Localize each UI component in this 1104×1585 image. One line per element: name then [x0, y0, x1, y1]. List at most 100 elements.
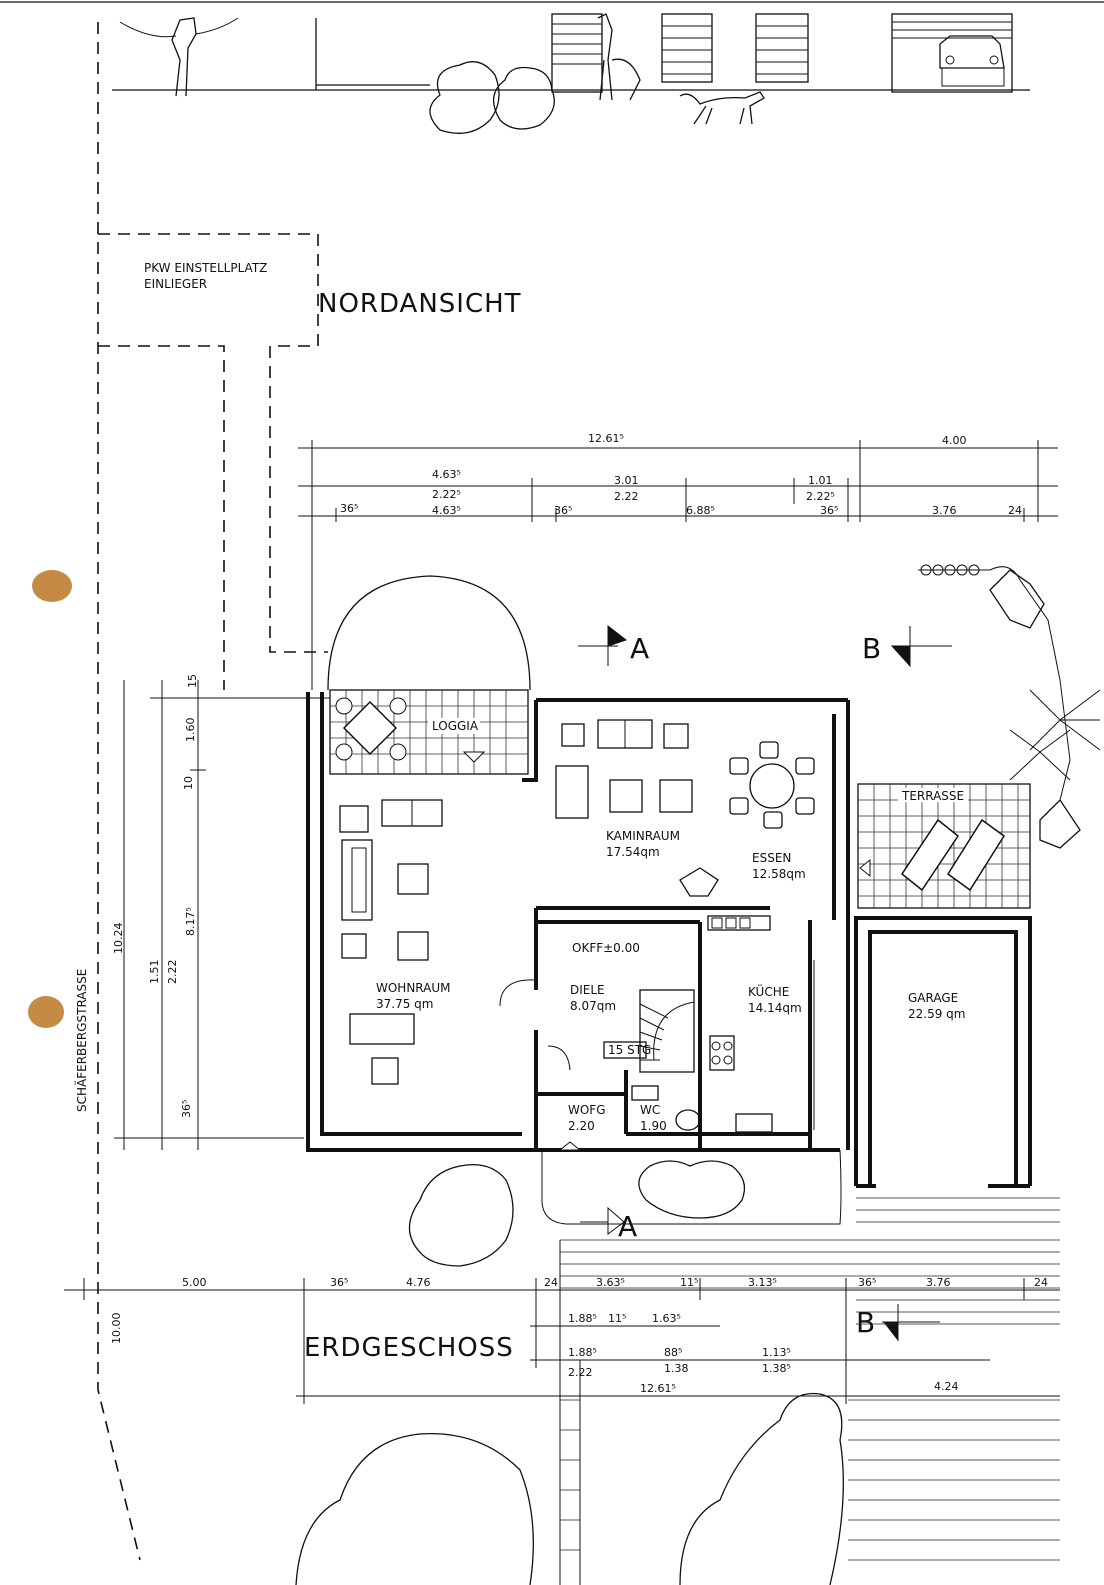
- shrub-icon: [408, 1163, 514, 1267]
- room-label-garage: GARAGE: [908, 991, 958, 1005]
- arrow-left-icon: [859, 858, 871, 878]
- dim-segment: 2.22⁵: [432, 488, 461, 501]
- dim-bottom: 4.76: [406, 1276, 431, 1289]
- room-label-wofg: WOFG: [568, 1103, 606, 1117]
- dim-vertical: 1.60: [184, 718, 197, 743]
- dim-segment: 3.76: [932, 504, 957, 517]
- arrow-down-icon: [462, 751, 486, 763]
- room-area-wc: 1.90: [640, 1119, 667, 1133]
- dim-bottom: 88⁵: [664, 1346, 682, 1359]
- north-view-heading: NORDANSICHT: [318, 289, 522, 319]
- palm-icon: [1009, 689, 1101, 781]
- wohnraum-furniture: [339, 799, 443, 1085]
- room-area-kaminraum: 17.54qm: [606, 845, 660, 859]
- room-label-loggia: LOGGIA: [432, 719, 479, 733]
- exterior-ground: [541, 1149, 1060, 1585]
- dim-segment: 4.63⁵: [432, 504, 461, 517]
- dim-wall: 36⁵: [554, 504, 572, 517]
- parking-label-line2: EINLIEGER: [144, 277, 207, 291]
- section-label-a: A: [630, 632, 649, 665]
- room-label-wohnraum: WOHNRAUM: [376, 981, 451, 995]
- room-label-terrasse: TERRASSE: [901, 789, 964, 803]
- room-area-diele: 8.07qm: [570, 999, 616, 1013]
- dim-bottom: 36⁵: [858, 1276, 876, 1289]
- garage: [854, 916, 1032, 1188]
- section-label-b: B: [856, 1306, 875, 1339]
- kaminraum-furniture: [555, 719, 719, 897]
- room-label-diele: DIELE: [570, 983, 605, 997]
- room-area-wofg: 2.20: [568, 1119, 595, 1133]
- dim-vertical: 2.22: [166, 960, 179, 985]
- dim-vertical: 10.00: [110, 1313, 123, 1345]
- room-label-essen: ESSEN: [752, 851, 791, 865]
- room-label-wc: WC: [640, 1103, 660, 1117]
- tree-icon: [679, 1392, 844, 1585]
- dim-segment: 2.22: [614, 490, 639, 503]
- shrub-icon: [429, 61, 555, 134]
- dim-bottom: 36⁵: [330, 1276, 348, 1289]
- room-area-garage: 22.59 qm: [908, 1007, 965, 1021]
- tree-icon: [295, 1432, 534, 1585]
- house-walls: [306, 692, 850, 1152]
- dim-vertical: 10.24: [112, 923, 125, 955]
- dim-bottom: 11⁵: [680, 1276, 698, 1289]
- entrance-door: [551, 13, 641, 101]
- table-icon: [335, 697, 407, 761]
- window: [661, 13, 713, 83]
- dim-wall: 36⁵: [340, 502, 358, 515]
- dim-bottom: 1.13⁵: [762, 1346, 791, 1359]
- dim-vertical: 10: [182, 776, 195, 790]
- dim-bottom: 5.00: [182, 1276, 207, 1289]
- top-dimension-lines: [298, 440, 1058, 690]
- room-area-essen: 12.58qm: [752, 867, 806, 881]
- tree-icon: [119, 17, 239, 97]
- dim-bottom: 1.38⁵: [762, 1362, 791, 1375]
- loggia: [327, 575, 531, 775]
- garden-plants: [918, 564, 1101, 849]
- dim-bottom: 1.88⁵: [568, 1312, 597, 1325]
- arrow-up-icon: [558, 1141, 582, 1151]
- dim-bottom: 24: [544, 1276, 558, 1289]
- section-marker-a-top: [578, 624, 628, 666]
- dim-vertical: 1.51: [148, 960, 161, 985]
- dim-bottom: 3.76: [926, 1276, 951, 1289]
- dim-segment: 4.63⁵: [432, 468, 461, 481]
- stairs-label: 15 STG: [608, 1043, 651, 1057]
- kitchen-counter: [707, 915, 815, 1133]
- ground-floor-heading: ERDGESCHOSS: [304, 1333, 514, 1363]
- dog-icon: [679, 91, 765, 125]
- fireplace-icon: [679, 867, 719, 897]
- bottom-dimension-lines: [64, 1278, 1060, 1404]
- dim-segment: 6.88⁵: [686, 504, 715, 517]
- dim-garage-width: 4.00: [942, 434, 967, 447]
- street-name: SCHÄFERBERGSTRASSE: [74, 969, 89, 1112]
- dim-bottom: 24: [1034, 1276, 1048, 1289]
- dim-bottom: 2.22: [568, 1366, 593, 1379]
- stairs: [603, 989, 695, 1073]
- section-label-b: B: [862, 632, 881, 665]
- dim-segment: 2.22⁵: [806, 490, 835, 503]
- site-boundary: [97, 22, 328, 1561]
- dim-wall: 24: [1008, 504, 1022, 517]
- dim-bottom: 3.13⁵: [748, 1276, 777, 1289]
- left-dimension-lines: [114, 680, 330, 1150]
- dim-bottom: 1.38: [664, 1362, 689, 1375]
- section-marker-b-top: [890, 626, 952, 668]
- room-area-wohnraum: 37.75 qm: [376, 997, 433, 1011]
- section-marker-b-bottom: [882, 1304, 940, 1342]
- dim-vertical: 15: [186, 674, 199, 688]
- dim-bottom: 1.88⁵: [568, 1346, 597, 1359]
- okff-level-label: OKFF±0.00: [572, 941, 640, 955]
- dim-vertical: 8.17⁵: [184, 907, 197, 936]
- dim-bottom: 4.24: [934, 1380, 959, 1393]
- room-label-kueche: KÜCHE: [748, 983, 789, 999]
- section-label-a: A: [618, 1210, 637, 1243]
- dining-table-icon: [729, 741, 815, 829]
- dim-bottom: 1.63⁵: [652, 1312, 681, 1325]
- dim-bottom: 3.63⁵: [596, 1276, 625, 1289]
- dim-vertical: 36⁵: [180, 1100, 193, 1118]
- section-marker-a-bottom: [580, 1206, 625, 1235]
- room-area-kueche: 14.14qm: [748, 1001, 802, 1015]
- wc-fixtures: [499, 979, 701, 1131]
